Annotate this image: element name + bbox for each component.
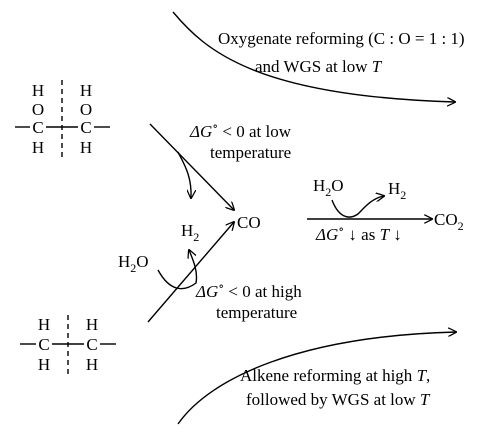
alk-h-top-left: H [38, 315, 50, 334]
oxy-h-top-left: H [32, 81, 44, 100]
alk-h-bottom-left: H [38, 355, 50, 374]
low-temp-condition-line1: ΔG∘ < 0 at low [189, 119, 292, 141]
high-temp-condition-line1: ΔG∘ < 0 at high [195, 279, 302, 301]
wgs-condition: ΔG∘ ↓ as T ↓ [315, 222, 402, 244]
oxygenate-route-line1: Oxygenate reforming (C : O = 1 : 1) [218, 29, 465, 48]
alk-c-left: C [38, 335, 49, 354]
alkene-route-line2: followed by WGS at low T [246, 390, 431, 409]
oxy-o-right: O [80, 100, 92, 119]
reforming-water-label: H2O [118, 252, 149, 275]
oxy-c-right: C [80, 118, 91, 137]
oxygenate-molecule: H H O O C C H H [15, 80, 110, 160]
wgs-exchange-curve [331, 196, 384, 218]
alkene-route-line1: Alkene reforming at high T, [240, 366, 430, 385]
high-temp-condition-line2: temperature [216, 303, 297, 322]
alk-h-top-right: H [86, 315, 98, 334]
reforming-h2-label: H2 [181, 221, 199, 244]
oxygenate-route-arrow [172, 11, 455, 102]
oxy-h-bottom-right: H [80, 138, 92, 157]
co2-product-label: CO2 [434, 210, 464, 233]
alkene-molecule: H H C C H H [20, 315, 116, 377]
wgs-water-label: H2O [313, 176, 344, 199]
alk-h-bottom-right: H [86, 355, 98, 374]
alk-c-right: C [86, 335, 97, 354]
alkene-to-co-arrow [147, 222, 234, 323]
co-product-label: CO [237, 213, 261, 232]
oxygenate-route-line2: and WGS at low T [255, 57, 383, 76]
steam-reforming-curve [157, 250, 198, 290]
oxy-o-left: O [32, 100, 44, 119]
oxy-h-bottom-left: H [32, 138, 44, 157]
low-temp-pointer-arrow [177, 151, 191, 198]
wgs-h2-label: H2 [388, 179, 406, 202]
alkene-route-arrow [177, 332, 456, 425]
low-temp-condition-line2: temperature [210, 143, 291, 162]
oxy-c-left: C [32, 118, 43, 137]
oxy-h-top-right: H [80, 81, 92, 100]
oxygenate-to-co-arrow [149, 123, 234, 210]
